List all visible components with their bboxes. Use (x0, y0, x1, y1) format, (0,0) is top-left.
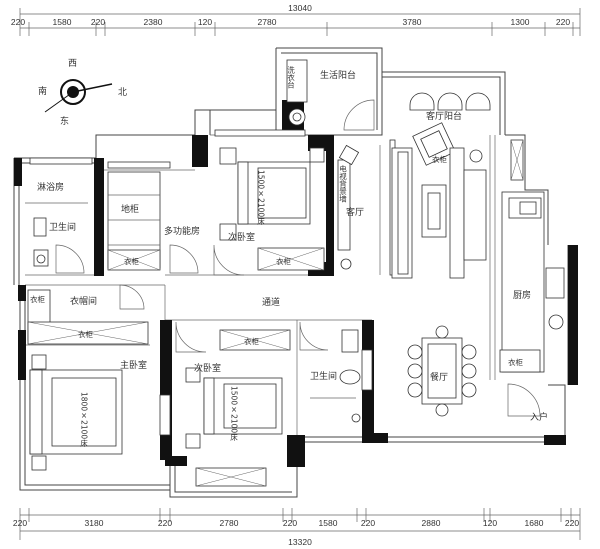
bottom-dim-7: 220 (361, 518, 375, 528)
top-dim-1: 220 (11, 17, 25, 27)
closet-label-7: 衣柜 (432, 154, 447, 164)
label-dining: 餐厅 (430, 371, 448, 383)
closet-label-4: 衣柜 (78, 329, 93, 339)
label-washer: 洗衣台 (286, 65, 295, 90)
top-dim-3: 220 (91, 17, 105, 27)
compass-south: 南 (38, 85, 47, 97)
label-lounge-balcony: 客厅阳台 (426, 110, 462, 122)
closet-label-5: 衣柜 (244, 336, 259, 346)
top-dim-2: 1580 (53, 17, 72, 27)
label-corridor: 通道 (262, 296, 280, 308)
bottom-dim-6: 1580 (319, 518, 338, 528)
top-dim-4: 2380 (144, 17, 163, 27)
bottom-dim-2: 3180 (85, 518, 104, 528)
lounge-chair (412, 122, 456, 166)
label-kitchen: 厨房 (513, 289, 531, 301)
bottom-dim-1: 220 (13, 518, 27, 528)
label-bathroom-1: 卫生间 (49, 221, 76, 233)
bottom-dim-8: 2880 (422, 518, 441, 528)
label-multi-room: 多功能房 (164, 225, 200, 237)
top-dim-9: 220 (556, 17, 570, 27)
closet-label-2: 衣柜 (124, 256, 139, 266)
door-swings (55, 99, 541, 417)
top-dim-7: 3780 (403, 17, 422, 27)
potted-plant (340, 258, 352, 270)
bottom-dim-9: 120 (483, 518, 497, 528)
label-second-bedroom-1: 次卧室 (228, 231, 255, 243)
bathroom-2-fixtures (310, 329, 361, 423)
balcony-plants (409, 92, 491, 111)
closet-second-bedroom-1 (257, 247, 325, 271)
top-total-dimension: 13040 (288, 3, 312, 13)
bottom-dim-4: 2780 (220, 518, 239, 528)
compass-west: 西 (68, 58, 77, 69)
label-living-room: 客厅 (346, 206, 364, 218)
top-dim-6: 2780 (258, 17, 277, 27)
compass-east: 东 (60, 115, 69, 127)
closet-label-1: 衣柜 (276, 256, 291, 266)
closet-label-6: 衣柜 (508, 357, 523, 367)
top-dim-8: 1300 (511, 17, 530, 27)
washing-machine-drum (292, 112, 302, 122)
dining-table-set (407, 325, 477, 417)
sofa-set (391, 147, 487, 279)
bottom-dim-11: 220 (565, 518, 579, 528)
tv-wall (337, 144, 360, 251)
bottom-dim-5: 220 (283, 518, 297, 528)
label-living-balcony: 生活阳台 (320, 69, 356, 81)
closet-multi-room (107, 249, 161, 271)
kitchen-counter (499, 191, 565, 373)
label-tv-wall: 电视背景墙 (338, 164, 347, 204)
closet-second-bedroom-2 (219, 329, 291, 351)
bed-label-1: 1500×2100床 (256, 170, 265, 226)
bottom-dim-3: 220 (158, 518, 172, 528)
compass-north: 北 (118, 87, 127, 98)
compass-icon (44, 79, 113, 113)
bed-label-3: 1500×2100床 (229, 386, 238, 442)
label-bathroom-2: 卫生间 (310, 370, 337, 382)
floor-lamp (469, 149, 483, 163)
top-dimension-line (19, 8, 581, 36)
bed-second-bedroom-1 (219, 147, 325, 241)
label-wardrobe-room: 衣帽间 (70, 295, 97, 307)
washer-cabinet (286, 59, 308, 103)
label-shower: 淋浴房 (37, 181, 64, 193)
bottom-dim-10: 1680 (525, 518, 544, 528)
label-master-bedroom: 主卧室 (120, 359, 147, 371)
bed-label-2: 1800×2100床 (79, 392, 88, 448)
label-floor-cabinet: 地柜 (121, 203, 139, 215)
bottom-dimension-line (19, 508, 581, 540)
label-entry: 入户 (530, 411, 548, 423)
label-second-bedroom-2: 次卧室 (194, 362, 221, 374)
bottom-total-dimension: 13320 (288, 537, 312, 547)
closet-label-3: 衣柜 (30, 294, 45, 304)
bed-second-bedroom-2 (185, 367, 283, 449)
bathroom-1-fixtures (25, 202, 88, 267)
bed-master (29, 354, 123, 471)
wardrobe-closets (27, 289, 149, 345)
top-dim-5: 120 (198, 17, 212, 27)
